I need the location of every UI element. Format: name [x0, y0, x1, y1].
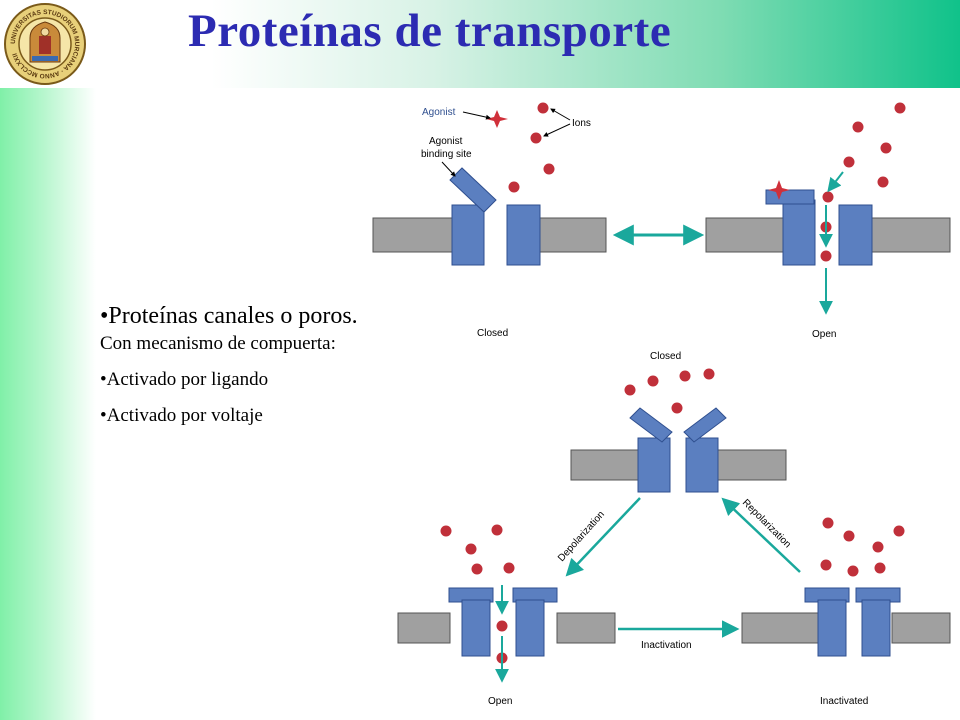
membrane-open-b-right	[556, 612, 616, 644]
open-channel-subunit-right	[838, 204, 873, 266]
label-inactivated: Inactivated	[820, 696, 868, 707]
ions-top	[508, 102, 906, 262]
open-channel-subunit-left	[782, 199, 816, 266]
label-binding-line2: binding site	[421, 149, 472, 160]
membrane-closed-left	[372, 217, 454, 253]
membrane-closed-b-right	[717, 449, 787, 481]
left-gradient-bar	[0, 88, 96, 720]
bullet-ligand: •Activado por ligando	[100, 369, 269, 390]
open-b-stem-left	[461, 599, 491, 657]
membrane-open-b-left	[397, 612, 451, 644]
bullet-voltage: •Activado por voltaje	[100, 405, 263, 426]
repolarization-arrow	[721, 497, 801, 573]
slide-title: Proteínas de transporte	[188, 5, 672, 57]
agonist-bound-star	[768, 180, 790, 200]
label-inactivation: Inactivation	[641, 640, 692, 651]
label-binding-line1: Agonist	[429, 136, 463, 147]
inact-stem-right	[861, 599, 891, 657]
membrane-closed-b-left	[570, 449, 640, 481]
header-band: UNIVERSITAS STUDIORUM MURCIANA · ANNO MC…	[0, 0, 960, 88]
channel-subunit-right	[506, 204, 541, 266]
bullet-list: •Proteínas canales o poros. Con mecanism…	[100, 303, 460, 441]
closed-b-subunit-right	[685, 437, 719, 493]
label-closed-bottom: Closed	[650, 351, 681, 362]
depolarization-arrow	[565, 497, 641, 577]
membrane-open-right	[871, 217, 951, 253]
membrane-inact-right	[891, 612, 951, 644]
agonist-binding-site	[449, 167, 497, 213]
label-depolarization: Depolarization	[556, 509, 607, 564]
binding-site-pointer	[441, 161, 456, 177]
label-closed-top: Closed	[477, 328, 508, 339]
agonist-pointer	[462, 111, 491, 120]
label-open-bottom: Open	[488, 696, 512, 707]
open-b-stem-right	[515, 599, 545, 657]
membrane-inact-left	[741, 612, 819, 644]
bullet-subtitle: Con mecanismo de compuerta:	[100, 333, 336, 354]
ions-pointer-2	[543, 123, 571, 137]
ion-flow-arrow-in	[827, 171, 844, 193]
closed-b-gate-left	[629, 407, 673, 443]
bullet-main: •Proteínas canales o poros.	[100, 303, 358, 329]
ions-bottom	[440, 368, 905, 664]
agonist-star	[486, 110, 508, 128]
label-ions: Ions	[572, 118, 591, 129]
closed-b-gate-right	[683, 407, 727, 443]
university-seal-logo: UNIVERSITAS STUDIORUM MURCIANA · ANNO MC…	[4, 3, 86, 85]
label-agonist: Agonist	[422, 107, 456, 118]
channel-subunit-left	[451, 204, 485, 266]
inact-stem-left	[817, 599, 847, 657]
label-open-top: Open	[812, 329, 836, 340]
ions-pointer-1	[550, 108, 571, 121]
closed-b-subunit-left	[637, 437, 671, 493]
